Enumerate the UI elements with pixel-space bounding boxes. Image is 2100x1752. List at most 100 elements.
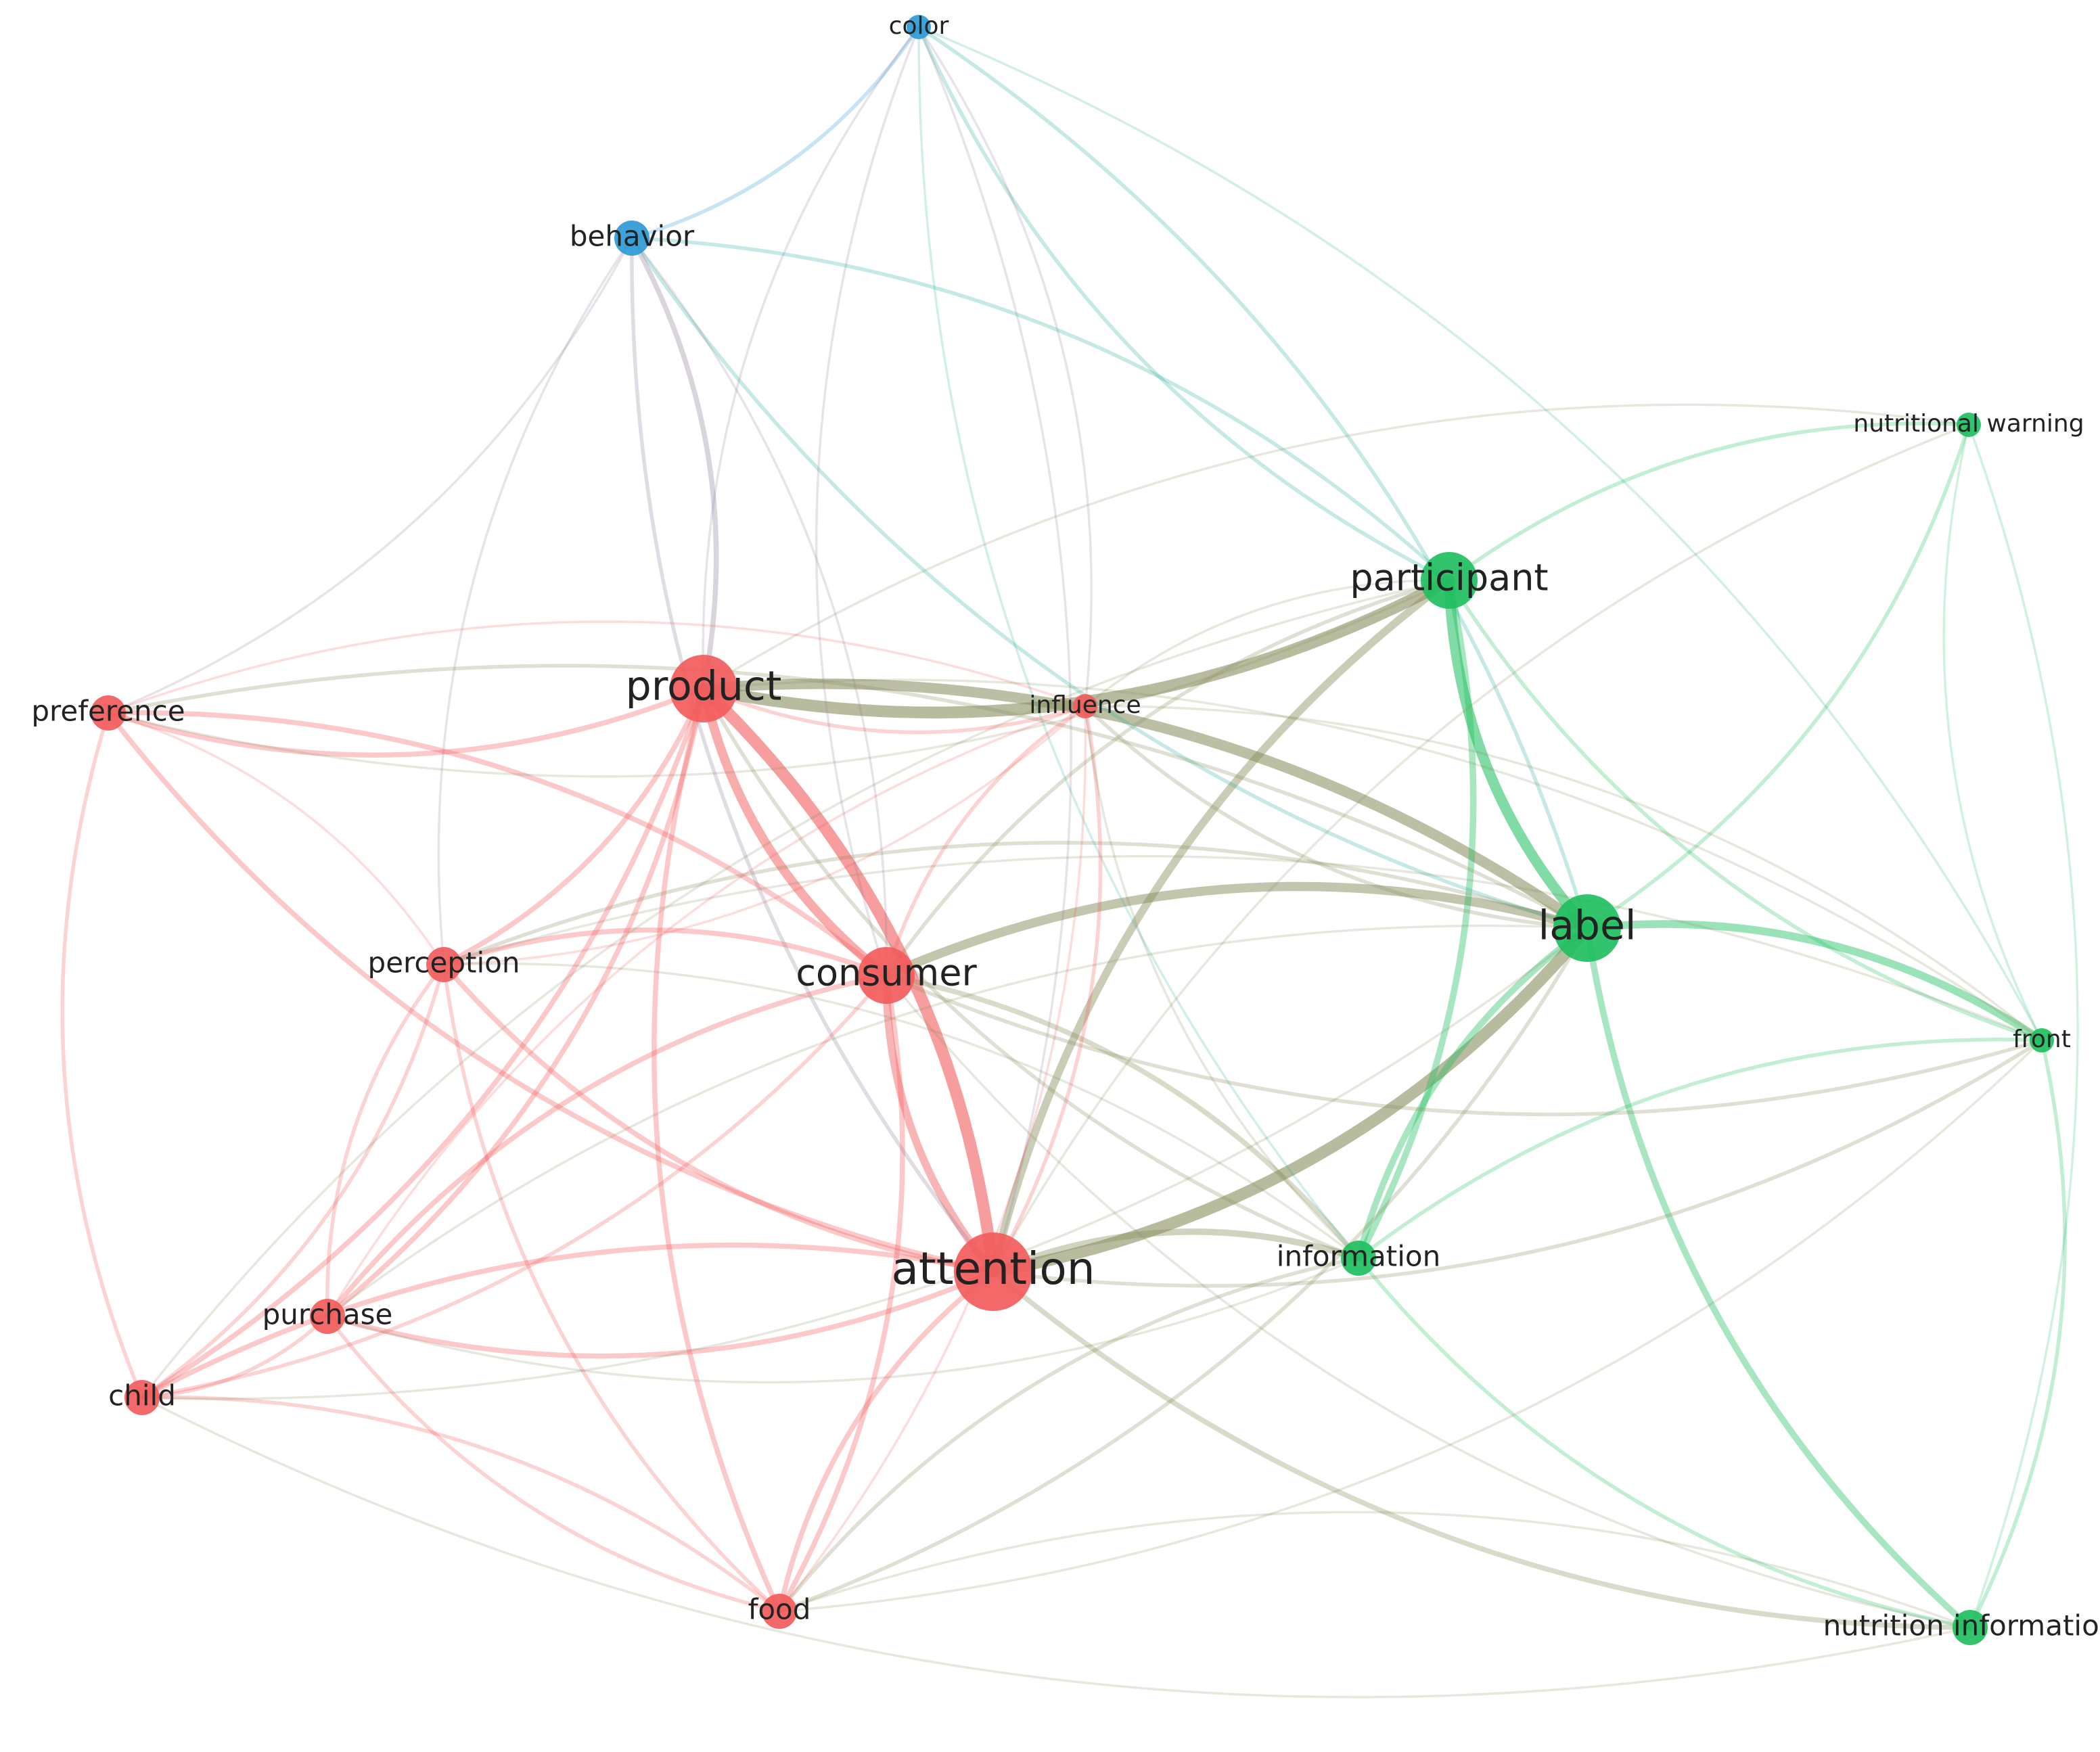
node-label-attention: attention (891, 1243, 1095, 1295)
edge-label-information (1355, 925, 1591, 1262)
edge-consumer-label (882, 881, 1592, 980)
node-label-food: food (748, 1593, 811, 1626)
edge-product-label (698, 678, 1593, 933)
node-participant[interactable] (1421, 552, 1478, 609)
edge-purchase-child (140, 1314, 329, 1400)
edge-behavior-preference (107, 237, 633, 714)
edge-preference-perception (107, 712, 445, 966)
edge-participant-front (1447, 578, 2044, 1042)
node-purchase[interactable] (310, 1299, 345, 1334)
edge-behavior-perception (437, 237, 633, 966)
edge-attention-label (987, 922, 1593, 1278)
node-label-information: information (1277, 1240, 1440, 1273)
edge-information-front (1356, 1038, 2044, 1260)
node-label-behavior: behavior (570, 220, 695, 253)
edge-information-nutrition-information (1356, 1256, 1972, 1630)
edge-food-attention (777, 1269, 996, 1614)
node-label-label: label (1538, 902, 1636, 950)
edge-participant-label (1444, 575, 1593, 933)
node-label-purchase: purchase (262, 1298, 393, 1331)
edge-child-attention (139, 1242, 996, 1400)
edge-label-nutritional-warning (1585, 423, 1971, 930)
node-influence[interactable] (1073, 694, 1097, 718)
edge-behavior-label (630, 236, 1589, 930)
edge-child-label (141, 927, 1589, 1400)
edge-food-information (777, 1256, 1361, 1613)
edge-product-information (702, 687, 1361, 1260)
node-preference[interactable] (91, 695, 126, 731)
edge-child-food (140, 1395, 781, 1613)
edge-behavior-consumer (631, 237, 888, 977)
edge-nutritional-warning-front (1942, 423, 2043, 1042)
node-label-nutrition-information: nutrition information (1823, 1609, 2100, 1642)
node-label[interactable] (1553, 894, 1621, 962)
edge-influence-information (1084, 705, 1360, 1260)
edge-preference-product (106, 686, 706, 758)
edge-influence-label (1083, 704, 1589, 930)
edge-label-front (1583, 920, 2046, 1044)
edge-purchase-product (325, 686, 706, 1319)
node-label-color: color (889, 12, 949, 40)
edge-color-influence (917, 26, 1093, 708)
node-food[interactable] (762, 1594, 797, 1629)
edge-consumer-front (884, 973, 2044, 1117)
edge-perception-food (442, 963, 781, 1613)
node-label-nutritional-warning: nutritional warning (1853, 410, 2084, 438)
node-child[interactable] (124, 1380, 160, 1415)
edge-participant-nutritional-warning (1447, 421, 1971, 582)
node-product[interactable] (670, 655, 737, 722)
edge-preference-attention (106, 710, 996, 1274)
node-label-product: product (626, 663, 782, 710)
edge-behavior-color (630, 25, 921, 240)
edge-attention-front (991, 1038, 2044, 1288)
edge-influence-consumer (884, 704, 1087, 977)
edge-consumer-participant (884, 578, 1451, 977)
edge-purchase-consumer (325, 973, 889, 1319)
edge-color-participant (917, 25, 1451, 582)
node-nutritional-warning[interactable] (1957, 413, 1981, 437)
edge-attention-participant (989, 576, 1453, 1276)
node-label-child: child (108, 1379, 176, 1412)
node-label-front: front (2013, 1025, 2071, 1053)
edge-product-front (702, 678, 2043, 1042)
node-information[interactable] (1341, 1241, 1376, 1276)
edge-participant-information (1355, 577, 1477, 1262)
edge-preference-child (60, 711, 144, 1400)
node-label-consumer: consumer (796, 952, 977, 994)
edge-perception-attention (441, 962, 996, 1274)
edge-product-consumer (699, 684, 891, 980)
edge-food-product (652, 686, 782, 1614)
edge-preference-influence (107, 620, 1087, 714)
edge-color-product (702, 26, 920, 690)
edge-influence-attention (991, 704, 1103, 1274)
node-consumer[interactable] (858, 947, 915, 1004)
edge-food-consumer (777, 973, 905, 1614)
edge-perception-purchase (325, 963, 446, 1318)
edge-perception-child (140, 963, 446, 1400)
edge-behavior-participant (630, 236, 1451, 582)
nodes-layer (91, 15, 2054, 1645)
edge-color-consumer (815, 26, 920, 977)
edge-behavior-product (629, 235, 719, 691)
node-behavior[interactable] (614, 221, 649, 256)
node-attention[interactable] (954, 1232, 1032, 1311)
edge-consumer-attention (882, 971, 997, 1276)
edge-preference-participant (107, 579, 1451, 778)
node-label-participant: participant (1350, 557, 1548, 599)
edge-child-nutrition-information (141, 1396, 1971, 1699)
labels-layer: color behavior nutritional warning particip… (31, 12, 2100, 1642)
edge-child-product (139, 686, 706, 1400)
edge-attention-nutrition-information (990, 1269, 1973, 1630)
node-color[interactable] (907, 15, 931, 39)
edge-attention-information (990, 1228, 1362, 1275)
edge-attention-nutritional-warning (992, 423, 1970, 1273)
node-label-influence: influence (1029, 691, 1141, 719)
edge-nutritional-warning-nutrition-information (1967, 423, 2079, 1629)
edge-color-front (917, 26, 2043, 1042)
edge-label-nutrition-information (1584, 925, 1973, 1631)
edge-product-nutritional-warning (702, 403, 1970, 690)
node-front[interactable] (2030, 1028, 2054, 1053)
node-nutrition-information[interactable] (1953, 1610, 1988, 1645)
node-perception[interactable] (426, 947, 461, 982)
